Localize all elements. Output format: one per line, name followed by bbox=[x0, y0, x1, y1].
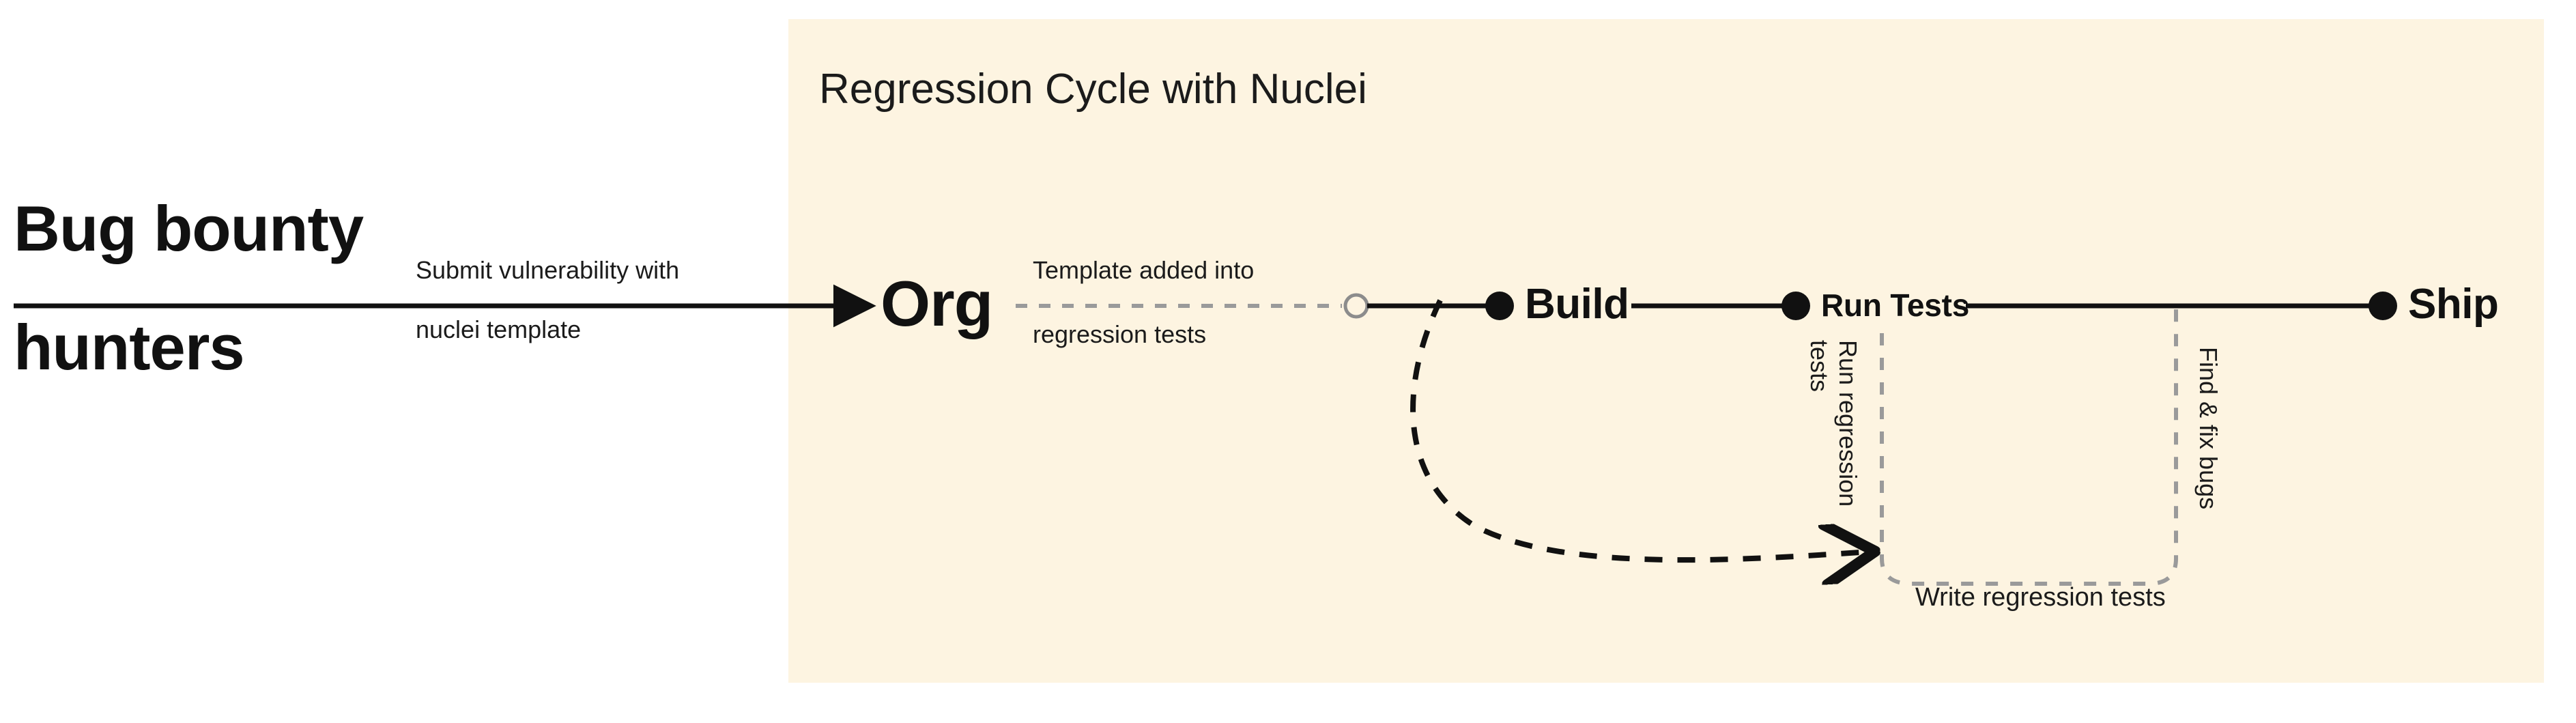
regression-cycle-panel bbox=[788, 19, 2544, 683]
panel-title: Regression Cycle with Nuclei bbox=[819, 66, 1367, 113]
junction-node-circle bbox=[1343, 293, 1369, 319]
node-label-org: Org bbox=[881, 268, 993, 339]
node-dot-run-tests bbox=[1781, 292, 1810, 320]
node-dot-ship bbox=[2369, 292, 2397, 320]
edge-write-regression-bracket bbox=[1880, 309, 2178, 586]
node-label-ship: Ship bbox=[2408, 281, 2499, 328]
edge-write-regression-label: Write regression tests bbox=[1915, 583, 2166, 612]
node-dot-build bbox=[1485, 292, 1514, 320]
edge-run-regression-label-line1: Run regression bbox=[1834, 340, 1862, 507]
edge-run-regression-label-line2: tests bbox=[1805, 340, 1833, 393]
edge-find-fix-bugs-label: Find & fix bugs bbox=[2194, 347, 2222, 510]
node-label-build: Build bbox=[1525, 281, 1629, 328]
node-label-run-tests: Run Tests bbox=[1821, 287, 1970, 323]
edge-run-regression-curve bbox=[1410, 299, 1870, 560]
source-node-line1: Bug bounty bbox=[14, 193, 364, 264]
edge-template-added-line2: regression tests bbox=[1033, 320, 1207, 348]
source-node-line2: hunters bbox=[14, 311, 245, 383]
edge-submit-label-line2: nuclei template bbox=[416, 315, 582, 343]
edge-submit-label-line1: Submit vulnerability with bbox=[416, 256, 680, 284]
edge-template-added-line1: Template added into bbox=[1033, 256, 1255, 284]
